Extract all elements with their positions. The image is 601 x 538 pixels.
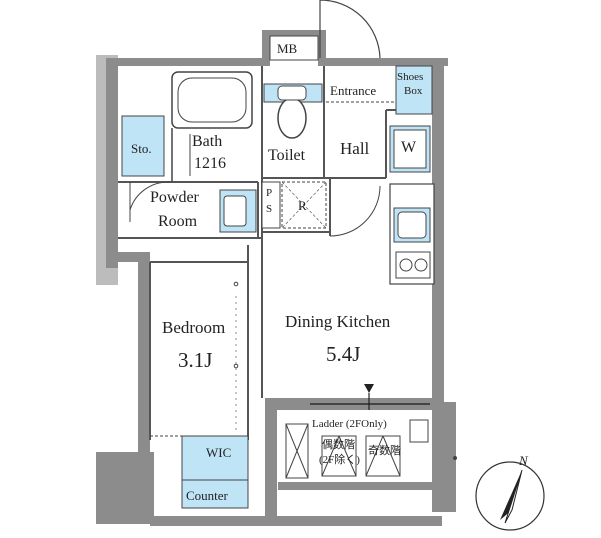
odd-floor-label: 奇数階 [368,445,401,457]
entrance-label: Entrance [330,83,377,98]
mb-box [269,35,319,61]
wic-label: WIC [206,445,232,460]
shoes-box-label-2: Box [404,85,423,97]
hall-label: Hall [340,139,370,158]
bath-size-label: 1216 [194,155,226,172]
powder-room-label-1: Powder [150,189,199,206]
dining-kitchen-size-label: 5.4J [326,342,361,366]
counter-label: Counter [186,488,228,503]
bath-label: Bath [192,133,223,150]
north-label: N [519,453,528,468]
bedroom-size-label: 3.1J [178,348,213,372]
stove [395,251,431,279]
wic-floor [181,435,249,481]
dining-kitchen-label: Dining Kitchen [285,312,391,331]
balcony [278,419,457,490]
powder-door [129,181,171,211]
ps-p-label: P [266,187,273,199]
counter-shelf [181,479,249,509]
mb-label: MB [277,41,298,56]
ladder-label: Ladder (2FOnly) [312,418,387,430]
refrigerator-label: R [298,198,307,213]
toilet-bowl [277,97,307,139]
entry-marker [364,384,374,393]
pipe-space [261,181,281,229]
north-arrow-icon [500,470,522,520]
even-floor-label-2: (2F除く) [319,454,360,466]
shoes-box-label-1: Shoes [397,71,424,83]
entrance-door [319,0,381,59]
powder-room-label-2: Room [158,213,198,230]
toilet-label: Toilet [268,147,306,164]
ps-s-label: S [266,203,273,215]
compass [475,461,545,531]
washer-label: W [401,139,417,156]
even-floor-label-1: 偶数階 [322,439,355,451]
hall-door [329,185,381,237]
bedroom-label: Bedroom [162,318,226,337]
shoes-box [395,65,433,115]
sto-label: Sto. [131,141,152,156]
storage-shelf [121,115,165,177]
interior-walls [118,66,432,440]
